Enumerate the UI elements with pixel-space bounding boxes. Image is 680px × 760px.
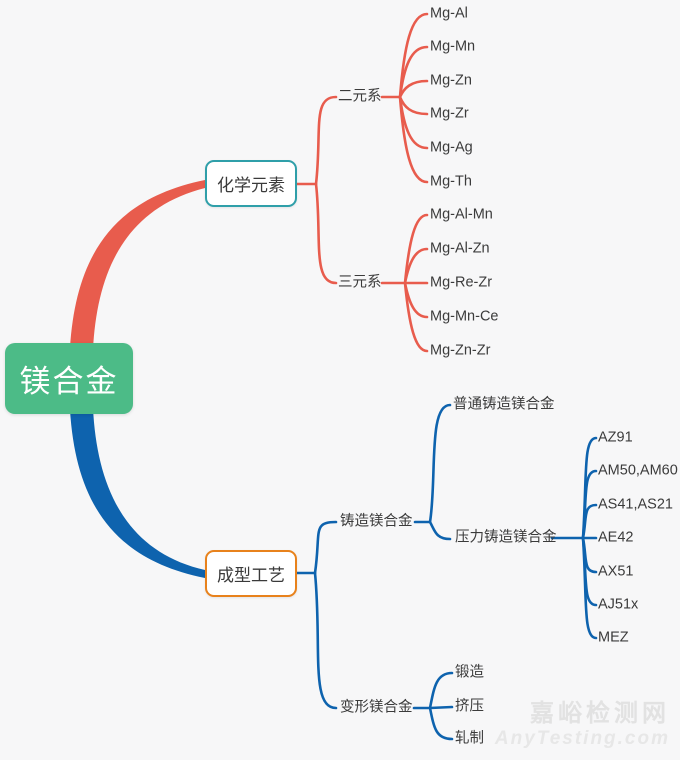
leaf-item[interactable]: 锻造 — [455, 664, 484, 681]
chem-elements-node[interactable]: 化学元素 — [205, 160, 297, 207]
cast-alloy-label[interactable]: 铸造镁合金 — [340, 513, 413, 530]
watermark: 嘉峪检测网 AnyTesting.com — [495, 693, 670, 750]
ternary-series-label[interactable]: 三元系 — [338, 274, 382, 291]
red-branches — [295, 12, 429, 353]
binary-series-label[interactable]: 二元系 — [338, 88, 382, 105]
root-node[interactable]: 镁合金 — [5, 343, 133, 414]
leaf-item[interactable]: Mg-Mn — [430, 38, 476, 55]
leaf-item[interactable]: MEZ — [598, 629, 629, 646]
leaf-item[interactable]: 挤压 — [455, 698, 484, 715]
leaf-item[interactable]: Mg-Al-Mn — [430, 206, 493, 223]
leaf-item[interactable]: Mg-Th — [430, 173, 472, 190]
leaf-item[interactable]: Mg-Al — [430, 5, 468, 22]
leaf-item[interactable]: AZ91 — [598, 429, 633, 446]
leaf-item[interactable]: AJ51x — [598, 596, 639, 613]
leaf-item[interactable]: Mg-Ag — [430, 139, 473, 156]
trunk-red — [70, 180, 205, 350]
leaf-item[interactable]: AM50,AM60 — [598, 462, 678, 479]
leaf-item[interactable]: Mg-Re-Zr — [430, 274, 493, 291]
leaf-item[interactable]: AX51 — [598, 563, 634, 580]
watermark-site-name: 嘉峪检测网 — [530, 700, 670, 727]
forming-process-node[interactable]: 成型工艺 — [205, 550, 297, 597]
leaf-item[interactable]: Mg-Mn-Ce — [430, 308, 499, 325]
leaf-item[interactable]: 轧制 — [455, 730, 484, 747]
pressure-cast-label[interactable]: 压力铸造镁合金 — [455, 529, 557, 546]
leaf-item[interactable]: Mg-Al-Zn — [430, 240, 490, 257]
blue-branches — [295, 403, 598, 741]
ordinary-cast-label[interactable]: 普通铸造镁合金 — [453, 396, 555, 413]
watermark-site-url: AnyTesting.com — [494, 728, 670, 749]
leaf-item[interactable]: Mg-Zn — [430, 72, 472, 89]
leaf-item[interactable]: Mg-Zr — [430, 105, 469, 122]
trunk-blue — [70, 408, 205, 578]
leaf-item[interactable]: AS41,AS21 — [598, 496, 673, 513]
leaf-item[interactable]: AE42 — [598, 529, 634, 546]
wrought-alloy-label[interactable]: 变形镁合金 — [340, 699, 413, 716]
leaf-item[interactable]: Mg-Zn-Zr — [430, 342, 491, 359]
